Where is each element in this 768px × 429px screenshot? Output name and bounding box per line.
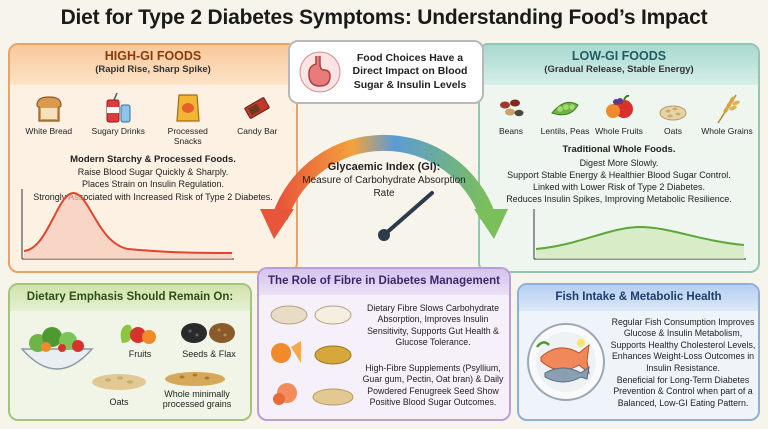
fish-plate-icon <box>527 323 605 401</box>
high-gi-spike-curve <box>21 189 234 260</box>
wheat-icon <box>717 94 740 124</box>
fruits-icon <box>606 94 633 118</box>
low-gi-panel: LOW-GI FOODS (Gradual Release, Stable En… <box>478 43 760 273</box>
glycaemic-index-gauge <box>260 134 508 241</box>
food-label: Whole Fruits <box>595 126 643 136</box>
oats-icon <box>92 374 146 390</box>
high-gi-arrow-icon <box>260 209 294 239</box>
gauge-arc <box>272 134 496 220</box>
beans-icon <box>500 99 524 117</box>
emphasis-item-seeds-flax: Seeds & Flax <box>182 349 236 359</box>
high-gi-desc-line: Raise Blood Sugar Quickly & Sharply. <box>77 167 229 178</box>
soda-icon <box>106 92 131 123</box>
low-gi-heading: LOW-GI FOODS <box>571 49 667 63</box>
high-gi-desc-title: Modern Starchy & Processed Foods. <box>70 153 236 165</box>
food-label: Processed Snacks <box>167 126 208 146</box>
candy-bar-icon <box>244 97 270 119</box>
grains-icon <box>165 372 225 386</box>
low-gi-desc-line: Support Stable Energy & Healthier Blood … <box>507 169 731 180</box>
stomach-icon <box>299 51 341 93</box>
low-gi-gradual-curve <box>533 209 746 260</box>
gi-subtitle: Measure of Carbohydrate Absorption Rate <box>302 175 466 200</box>
low-gi-subheading: (Gradual Release, Stable Energy) <box>544 64 694 75</box>
high-gi-desc-line: Places Strain on Insulin Regulation. <box>81 179 225 190</box>
bread-icon <box>36 96 62 122</box>
seeds-flax-icon <box>181 323 235 343</box>
peas-icon <box>551 101 579 116</box>
food-label: White Bread <box>25 126 73 136</box>
fish-text-2: Beneficial for Long-Term Diabetes Preven… <box>613 375 753 408</box>
food-item-processed-snacks: Processed Snacks <box>156 91 220 147</box>
low-gi-desc-line: Digest More Slowly. <box>579 157 659 168</box>
page-title: Diet for Type 2 Diabetes Symptoms: Under… <box>60 6 708 29</box>
high-gi-description: Modern Starchy & Processed Foods. Raise … <box>10 153 296 203</box>
food-label: Oats <box>664 126 682 136</box>
food-label: Lentils, Peas <box>540 126 590 136</box>
fibre-text-1: Dietary Fibre Slows Carbohydrate Absorpt… <box>366 303 499 348</box>
high-gi-panel: HIGH-GI FOODS (Rapid Rise, Sharp Spike) … <box>8 43 298 273</box>
emphasis-item-oats: Oats <box>109 397 129 407</box>
food-label: Candy Bar <box>237 126 278 136</box>
food-choices-callout: Food Choices Have a Direct Impact on Blo… <box>288 40 484 104</box>
high-gi-subheading: (Rapid Rise, Sharp Spike) <box>95 64 211 75</box>
chips-icon <box>176 94 200 122</box>
gi-label: Glycaemic Index (GI): Measure of Carbohy… <box>300 160 468 200</box>
salad-bowl-icon <box>20 327 94 370</box>
food-item-beans: Beans <box>485 91 537 137</box>
callout-text: Food Choices Have a Direct Impact on Blo… <box>352 52 468 91</box>
food-label: Sugary Drinks <box>91 126 145 136</box>
high-gi-heading: HIGH-GI FOODS <box>104 49 202 63</box>
food-item-whole-grains: Whole Grains <box>701 91 753 137</box>
low-gi-desc-title: Traditional Whole Foods. <box>562 143 676 155</box>
fish-heading: Fish Intake & Metabolic Health <box>519 285 758 311</box>
emphasis-heading: Dietary Emphasis Should Remain On: <box>10 285 250 311</box>
food-item-whole-fruits: Whole Fruits <box>593 91 645 137</box>
low-gi-desc-line: Reduces Insulin Spikes, Improving Metabo… <box>506 194 732 204</box>
food-item-sugary-drinks: Sugary Drinks <box>86 91 150 147</box>
fibre-supplements-icon <box>270 305 354 406</box>
fish-panel: Fish Intake & Metabolic Health Regular F… <box>517 283 760 421</box>
low-gi-header: LOW-GI FOODS (Gradual Release, Stable En… <box>480 45 758 85</box>
dietary-emphasis-panel: Dietary Emphasis Should Remain On: Fruit… <box>8 283 252 421</box>
gauge-pivot <box>378 229 390 241</box>
low-gi-desc-line: Linked with Lower Risk of Type 2 Diabete… <box>533 181 705 192</box>
food-item-candy-bar: Candy Bar <box>225 91 289 147</box>
high-gi-header: HIGH-GI FOODS (Rapid Rise, Sharp Spike) <box>10 45 296 85</box>
low-gi-arrow-icon <box>474 209 508 239</box>
food-item-white-bread: White Bread <box>17 91 81 147</box>
emphasis-item-fruits: Fruits <box>128 349 152 359</box>
gauge-needle <box>382 191 434 237</box>
gi-title: Glycaemic Index (GI): <box>327 161 441 173</box>
fibre-panel: The Role of Fibre in Diabetes Management… <box>257 267 511 421</box>
fish-text-1: Regular Fish Consumption Improves Glucos… <box>610 317 756 373</box>
fibre-text-2: High-Fibre Supplements (Psyllium, Guar g… <box>362 363 504 408</box>
food-label: Beans <box>498 126 524 136</box>
high-gi-desc-line: Strongly Associated with Increased Risk … <box>33 191 273 202</box>
food-item-oats: Oats <box>647 91 699 137</box>
emphasis-item-whole-grains: Whole minimally processed grains <box>162 389 232 410</box>
low-gi-description: Traditional Whole Foods. Digest More Slo… <box>480 143 758 205</box>
food-label: Whole Grains <box>701 126 753 136</box>
fruits-icon <box>120 324 156 344</box>
fibre-heading: The Role of Fibre in Diabetes Management <box>259 269 509 295</box>
oats-icon <box>659 105 687 121</box>
food-item-lentils-peas: Lentils, Peas <box>539 91 591 137</box>
